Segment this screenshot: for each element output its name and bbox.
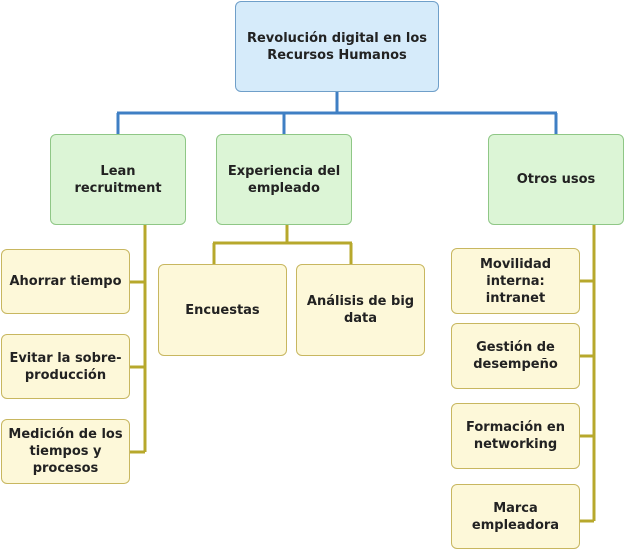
leaf-label: Formación en networking [466, 420, 565, 452]
leaf-node-gestion-desempeno: Gestión de desempeño [451, 323, 580, 389]
branch-label: Lean recruitment [74, 163, 162, 196]
leaf-node-encuestas: Encuestas [158, 264, 287, 356]
leaf-node-analisis-big-data: Análisis de big data [296, 264, 425, 356]
leaf-label: Gestión de desempeño [473, 340, 558, 372]
leaf-label: Marca empleadora [471, 500, 560, 533]
leaf-label: Medición de los tiempos y procesos [8, 427, 123, 476]
leaf-node-marca-empleadora: Marca empleadora [451, 484, 580, 549]
leaf-node-ahorrar-tiempo: Ahorrar tiempo [1, 249, 130, 314]
leaf-label: Análisis de big data [306, 294, 415, 326]
leaf-label: Evitar la sobre-producción [9, 350, 122, 383]
leaf-label: Encuestas [185, 302, 260, 318]
leaf-node-formacion-networking: Formación en networking [451, 403, 580, 469]
root-node: Revolución digital en los Recursos Human… [235, 1, 439, 92]
leaf-node-medicion-tiempos: Medición de los tiempos y procesos [1, 419, 130, 484]
leaf-label: Ahorrar tiempo [9, 274, 122, 289]
leaf-label: Movilidad interna: intranet [479, 256, 552, 306]
leaf-node-evitar-sobreproduccion: Evitar la sobre-producción [1, 334, 130, 399]
root-label: Revolución digital en los Recursos Human… [246, 30, 428, 63]
branch-node-experiencia-del-empleado: Experiencia del empleado [216, 134, 352, 225]
branch-node-lean-recruitment: Lean recruitment [50, 134, 186, 225]
branch-label: Otros usos [516, 172, 596, 187]
leaf-node-movilidad-interna: Movilidad interna: intranet [451, 248, 580, 314]
branch-node-otros-usos: Otros usos [488, 134, 624, 225]
branch-label: Experiencia del empleado [227, 163, 341, 196]
